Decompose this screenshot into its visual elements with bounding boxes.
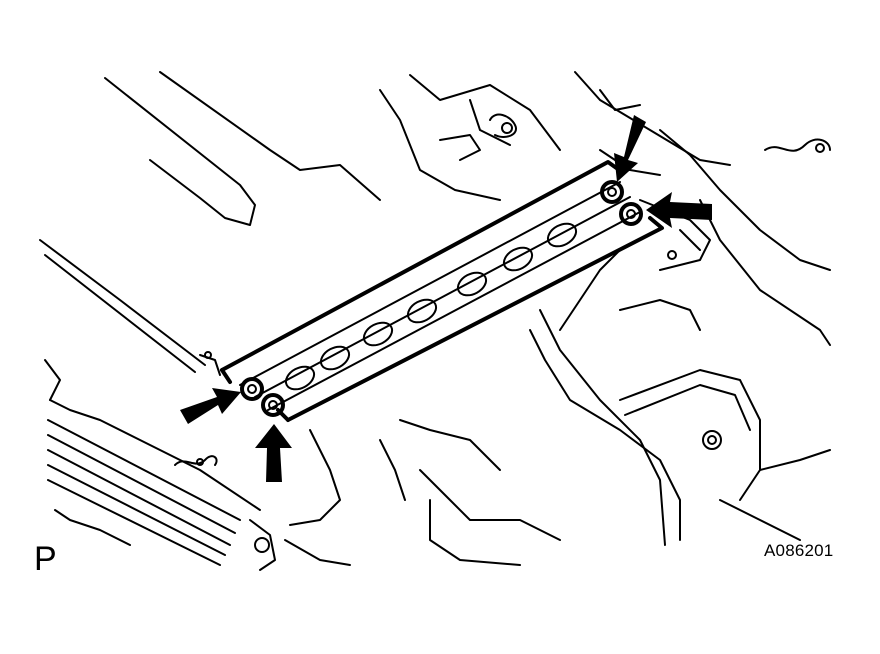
- upper-bolt-arrow-right: [646, 192, 712, 228]
- lower-bolt-arrow-bottom: [255, 424, 292, 482]
- body-panel-lines: [39, 71, 831, 571]
- bolts: [240, 180, 643, 417]
- callout-arrows: [180, 115, 712, 482]
- upper-bolt-arrow-top: [614, 115, 646, 182]
- brace-holes: [284, 222, 578, 391]
- bolt-upper-1: [600, 180, 624, 204]
- brace-bar: [220, 160, 664, 422]
- bolt-lower-1: [240, 377, 264, 401]
- bolt-lower-2: [261, 393, 285, 417]
- figure-code: A086201: [764, 541, 834, 560]
- lower-bolt-arrow-left: [180, 388, 241, 424]
- bolt-upper-2: [619, 202, 643, 226]
- position-label: P: [34, 540, 57, 578]
